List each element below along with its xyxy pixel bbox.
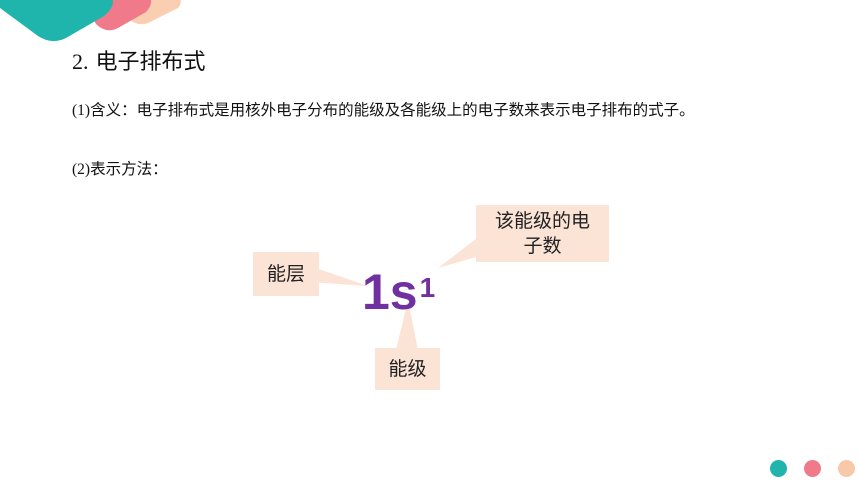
pointer-sublevel	[396, 300, 418, 350]
heading-title: 电子排布式	[95, 50, 206, 75]
label-energy-sublevel-text: 能级	[388, 358, 427, 380]
corner-decoration	[0, 0, 181, 41]
peach-dot	[838, 460, 855, 477]
label-energy-sublevel: 能级	[375, 348, 440, 390]
label-electron-count: 该能级的电 子数	[476, 205, 609, 262]
orbital-notation-main: 1s	[362, 264, 418, 320]
pointer-layer	[310, 266, 368, 286]
pink-dot	[804, 460, 821, 477]
definition-text: 含义：电子排布式是用核外电子分布的能级及各能级上的电子数来表示电子排布的式子。	[90, 101, 695, 119]
teal-dot	[770, 460, 787, 477]
label-energy-layer: 能层	[253, 252, 319, 296]
section-heading: 2. 电子排布式	[72, 44, 206, 76]
method-line: (2)表示方法：	[72, 157, 168, 179]
label-electron-count-line2: 子数	[523, 234, 562, 257]
label-electron-count-line1: 该能级的电	[494, 209, 590, 232]
method-text: 表示方法：	[90, 160, 168, 178]
orbital-notation-superscript: 1	[419, 272, 436, 303]
label-energy-layer-text: 能层	[266, 263, 305, 285]
heading-number: 2.	[72, 49, 89, 74]
definition-marker: (1)	[72, 102, 91, 119]
orbital-notation: 1s1	[362, 262, 435, 322]
decorative-dots	[770, 460, 855, 477]
definition-line: (1)含义：电子排布式是用核外电子分布的能级及各能级上的电子数来表示电子排布的式…	[72, 98, 695, 120]
method-marker: (2)	[72, 161, 91, 178]
